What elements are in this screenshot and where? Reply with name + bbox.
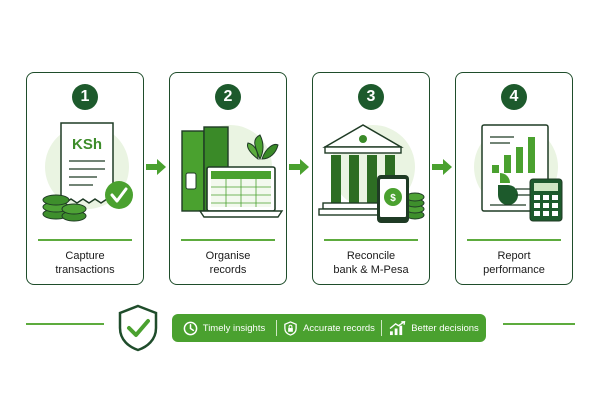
card-divider [467, 239, 561, 241]
benefits-bar: Timely insights Accurate records Better … [172, 314, 486, 342]
benefit-timely-insights: Timely insights [172, 321, 276, 336]
svg-text:$: $ [390, 193, 396, 204]
step-number-badge: 4 [501, 84, 527, 110]
step-card-report: 4 Report performance [455, 72, 573, 285]
decorative-line-right [503, 323, 575, 325]
decorative-line-left [26, 323, 104, 325]
step-number-badge: 3 [358, 84, 384, 110]
benefit-divider [381, 320, 382, 336]
clock-icon [183, 321, 198, 335]
bank-phone-illustration: $ [318, 124, 425, 223]
receipt-currency-text: KSh [72, 136, 102, 153]
binder-laptop-illustration [181, 125, 284, 218]
step-card-reconcile: 3 $ Reconcile bank & M-Pesa [312, 72, 430, 285]
card-divider [324, 239, 418, 241]
shield-check-icon [118, 304, 158, 352]
arrow-right-icon [146, 159, 166, 175]
benefit-label: Accurate records [303, 322, 375, 334]
benefit-accurate-records: Accurate records [277, 320, 381, 336]
step-title: Capture transactions [55, 250, 115, 276]
receipt-coins-illustration: KSh [42, 122, 133, 222]
step-number-badge: 1 [72, 84, 98, 110]
benefit-label: Timely insights [202, 322, 266, 334]
step-title: Reconcile bank & M-Pesa [333, 250, 409, 276]
benefit-divider [276, 320, 277, 336]
step-title: Report performance [483, 250, 545, 276]
step-number-badge: 2 [215, 84, 241, 110]
report-calculator-illustration [474, 124, 563, 222]
card-divider [181, 239, 275, 241]
card-divider [38, 239, 132, 241]
arrow-right-icon [432, 159, 452, 175]
lock-icon [284, 320, 297, 336]
step-title: Organise records [205, 250, 251, 276]
growth-chart-icon [389, 320, 406, 335]
step-card-organise: 2 Organise records [169, 72, 287, 285]
arrow-right-icon [289, 159, 309, 175]
step-card-capture: 1 KSh Capture transactions [26, 72, 144, 285]
benefit-better-decisions: Better decisions [382, 320, 486, 336]
benefit-label: Better decisions [411, 322, 479, 334]
